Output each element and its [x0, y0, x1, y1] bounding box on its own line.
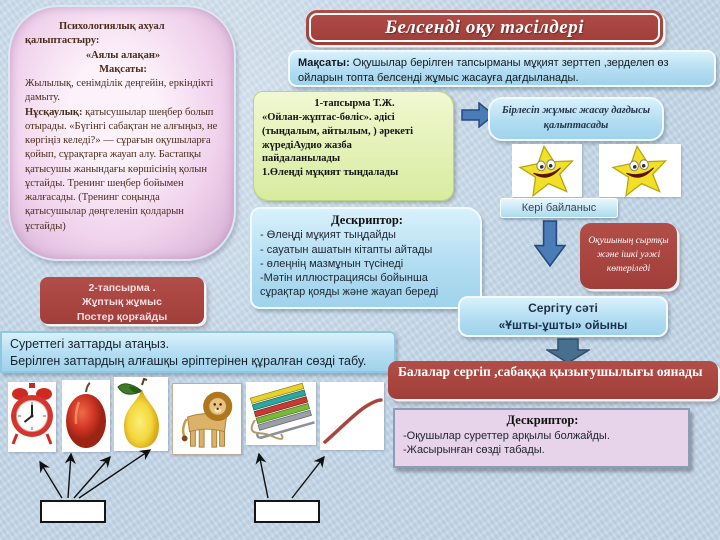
descriptor2-title: Дескриптор:	[506, 413, 579, 427]
lion-image	[172, 383, 242, 455]
descriptor1-line: -Мәтін иллюстрациясы бойынша сұрақтар қо…	[260, 272, 439, 299]
task1-line: «Ойлан-жұптас-бөліс». әдісі	[262, 111, 395, 123]
descriptor2-box: Дескриптор: -Оқушылар суреттер арқылы бо…	[393, 408, 690, 468]
task2-line: Жұптық жұмыс	[82, 296, 162, 309]
connector-arrows	[39, 449, 325, 499]
arrow-down-icon	[534, 220, 566, 267]
smiling-star-icon	[599, 144, 681, 197]
goal-label: Мақсаты:	[298, 57, 350, 69]
warmup-box: Сергіту сәті «Ұшты-ұшты» ойыны	[458, 296, 668, 337]
task2-box: 2-тапсырма . Жұптық жұмыс Постер қорғайд…	[40, 277, 204, 324]
psychology-bubble: Психологиялық ахуал қалыптастыру: «Аялы …	[8, 5, 236, 261]
task1-title: 1-тапсырма Т.Ж.	[314, 98, 395, 109]
arrow-down-icon	[546, 338, 590, 364]
goal-box: Мақсаты: Оқушылар берілген тапсырманы мұ…	[288, 50, 716, 87]
descriptor1-line: - өлеңнің мазмұнын түсінеді	[260, 257, 404, 270]
warmup-line: «Ұшты-ұшты» ойыны	[498, 317, 628, 332]
task1-line: (тыңдалым, айтылым, ) әрекеті	[262, 125, 413, 137]
pear-image	[114, 377, 168, 451]
smiling-star-icon	[512, 144, 582, 197]
descriptor2-line: -Оқушылар суреттер арқылы болжайды.	[403, 429, 610, 442]
descriptor2-line: -Жасырынған сөзді табады.	[403, 444, 545, 457]
task1-line: 1.Өлеңді мұқият тыңдалады	[262, 167, 399, 179]
picture-task-line: Берілген заттардың алғашқы әріптерінен қ…	[10, 353, 367, 368]
feedback-box: Кері байланыс	[500, 198, 618, 218]
psychology-goal-text: Жылылық, сенімділік деңгейін, еркіндікті…	[25, 78, 214, 104]
alarm-clock-image	[8, 382, 56, 452]
answer-box-right	[254, 500, 320, 523]
motivation-outcome-box: Оқушының сыртқы және ішкі уәжі көтерілед…	[580, 223, 677, 289]
descriptor1-box: Дескриптор: - Өлеңді мұқият тыңдайды - с…	[250, 207, 482, 309]
task2-line: 2-тапсырма .	[88, 282, 156, 294]
picture-task-line: Суреттегі заттарды атаңыз.	[10, 337, 170, 351]
psychology-heading: Психологиялық ахуал қалыптастыру:	[25, 21, 165, 47]
warmup-line: Сергіту сәті	[528, 301, 598, 316]
descriptor1-line: - сауатын ашатын кітапты айтады	[260, 243, 433, 256]
rope-image	[320, 382, 384, 450]
task1-line: жүредіАудио жазба	[262, 139, 352, 151]
psychology-subtitle: «Аялы алақан»	[85, 49, 161, 61]
answer-box-left	[40, 500, 106, 523]
instruction-text: қатысушылар шеңбер болып отырады. «Бүгін…	[25, 106, 218, 232]
psychology-instruction: Нұсқаулық: қатысушылар шеңбер болып отыр…	[25, 106, 221, 234]
goal-text: Оқушылар берілген тапсырманы мұқият зерт…	[298, 57, 669, 84]
descriptor1-title: Дескриптор:	[331, 213, 403, 227]
title-inner-border	[309, 13, 660, 42]
descriptor1-line: - Өлеңді мұқият тыңдайды	[260, 229, 396, 242]
sled-image	[246, 382, 316, 445]
task1-box: 1-тапсырма Т.Ж. «Ойлан-жұптас-бөліс». әд…	[253, 91, 454, 201]
psychology-goal-label: Мақсаты:	[99, 63, 147, 75]
instruction-label: Нұсқаулық:	[25, 106, 83, 118]
slide-title-banner: Белсенді оқу тәсілдері	[306, 10, 663, 45]
picture-task-box: Суреттегі заттарды атаңыз. Берілген затт…	[0, 331, 396, 373]
teamwork-outcome-box: Бірлесіп жұмыс жасау дағдысы қалыптасады	[488, 97, 664, 141]
page-title: Белсенді оқу тәсілдері	[384, 16, 585, 38]
warmup-outcome-box: Балалар сергіп ,сабаққа қызығушылығы оян…	[388, 361, 718, 399]
task1-line: пайдаланылады	[262, 153, 341, 165]
task2-line: Постер қорғайды	[76, 310, 168, 323]
apple-image	[62, 380, 110, 452]
arrow-right-icon	[461, 102, 495, 128]
